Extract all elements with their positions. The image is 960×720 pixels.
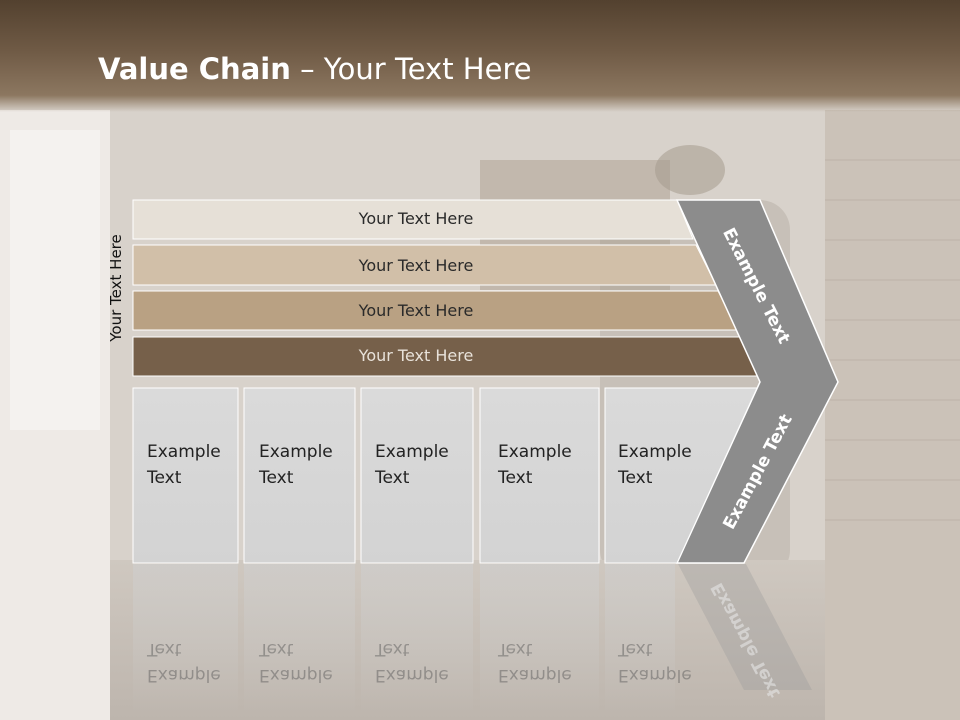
cell-4-reflection-line-2: Text — [498, 639, 533, 659]
reflection-group — [133, 564, 812, 714]
cell-3-reflection-line-1: Example — [375, 665, 449, 685]
cell-box — [243, 387, 356, 564]
band-4-label: Your Text Here — [358, 346, 474, 365]
cell-1-line-1: Example — [147, 442, 221, 462]
cell-4-line-2: Text — [498, 468, 533, 488]
cell-box — [604, 387, 758, 564]
cell-box — [360, 387, 474, 564]
slide-title-rest: – Your Text Here — [290, 52, 532, 86]
cell-2-reflection-line-2: Text — [259, 639, 294, 659]
band-1-label: Your Text Here — [358, 209, 474, 228]
cell-1-reflection-label: Example Text — [147, 636, 221, 688]
cell-3-reflection-line-2: Text — [375, 639, 410, 659]
cell-reflection — [361, 564, 473, 714]
cell-4-reflection-line-1: Example — [498, 665, 572, 685]
cell-2-line-2: Text — [259, 468, 294, 488]
cell-4-line-1: Example — [498, 442, 572, 462]
band-2-label: Your Text Here — [358, 256, 474, 275]
band-1 — [132, 199, 694, 240]
slide-title: Value Chain – Your Text Here — [98, 52, 532, 86]
cell-1-line-2: Text — [147, 468, 182, 488]
cell-box — [479, 387, 600, 564]
cell-reflection — [133, 564, 238, 714]
cell-3-line-2: Text — [375, 468, 410, 488]
cell-3-reflection-label: Example Text — [375, 636, 449, 688]
band-3-label: Your Text Here — [358, 301, 474, 320]
cell-2-reflection-label: Example Text — [259, 636, 333, 688]
cell-1-reflection-line-1: Example — [147, 665, 221, 685]
cell-reflection — [480, 564, 599, 714]
cell-5-line-1: Example — [618, 442, 692, 462]
cell-box — [132, 387, 239, 564]
cell-1-reflection-line-2: Text — [147, 639, 182, 659]
cell-2-reflection-line-1: Example — [259, 665, 333, 685]
cell-5-reflection-line-1: Example — [618, 665, 692, 685]
header-band — [0, 0, 960, 112]
cell-3-line-1: Example — [375, 442, 449, 462]
cell-5-reflection-label: Example Text — [618, 636, 692, 688]
vertical-label: Your Text Here — [107, 234, 125, 342]
chevron-arrow — [675, 199, 839, 564]
cell-5-line-2: Text — [618, 468, 653, 488]
cell-reflection — [244, 564, 355, 714]
cell-2-line-1: Example — [259, 442, 333, 462]
slide-title-bold: Value Chain — [98, 52, 291, 86]
cell-5-reflection-line-2: Text — [618, 639, 653, 659]
chevron-reflection — [678, 564, 812, 690]
cell-reflection — [605, 564, 675, 714]
cell-4-reflection-label: Example Text — [498, 636, 572, 688]
